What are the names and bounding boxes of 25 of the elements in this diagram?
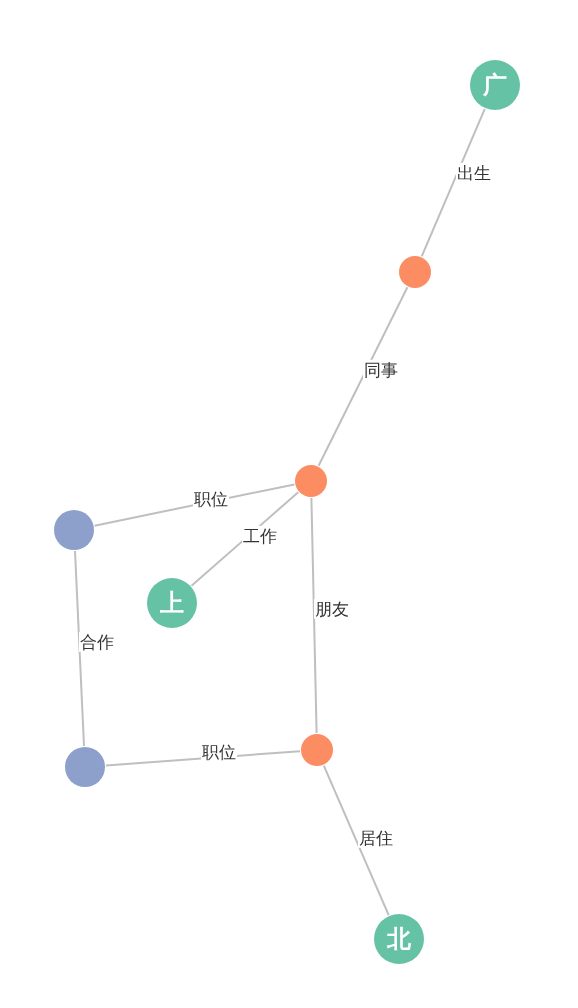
edge-label: 出生 xyxy=(456,162,492,184)
circle-node xyxy=(54,510,94,550)
connector-line xyxy=(420,107,486,258)
edge-label: 同事 xyxy=(363,359,399,381)
connector-line xyxy=(310,497,318,734)
connector-line xyxy=(317,286,409,467)
edge-label: 职位 xyxy=(193,488,229,510)
connector-line xyxy=(190,491,300,587)
connector-line xyxy=(322,764,390,917)
circle-node xyxy=(65,747,105,787)
edge-label: 工作 xyxy=(242,525,278,547)
node-circle xyxy=(147,578,197,628)
circle-node xyxy=(295,465,327,497)
edge-label: 职位 xyxy=(201,741,237,763)
circle-node xyxy=(301,734,333,766)
edge-label: 朋友 xyxy=(314,598,350,620)
node-label: 上 xyxy=(160,591,184,615)
node-label: 广 xyxy=(483,73,507,97)
edge-label: 合作 xyxy=(79,631,115,653)
node-circle xyxy=(374,914,424,964)
circle-node xyxy=(399,256,431,288)
node-label: 北 xyxy=(387,927,411,951)
node-circle xyxy=(470,60,520,110)
edge-label: 居住 xyxy=(358,827,394,849)
connector-line xyxy=(74,550,85,747)
